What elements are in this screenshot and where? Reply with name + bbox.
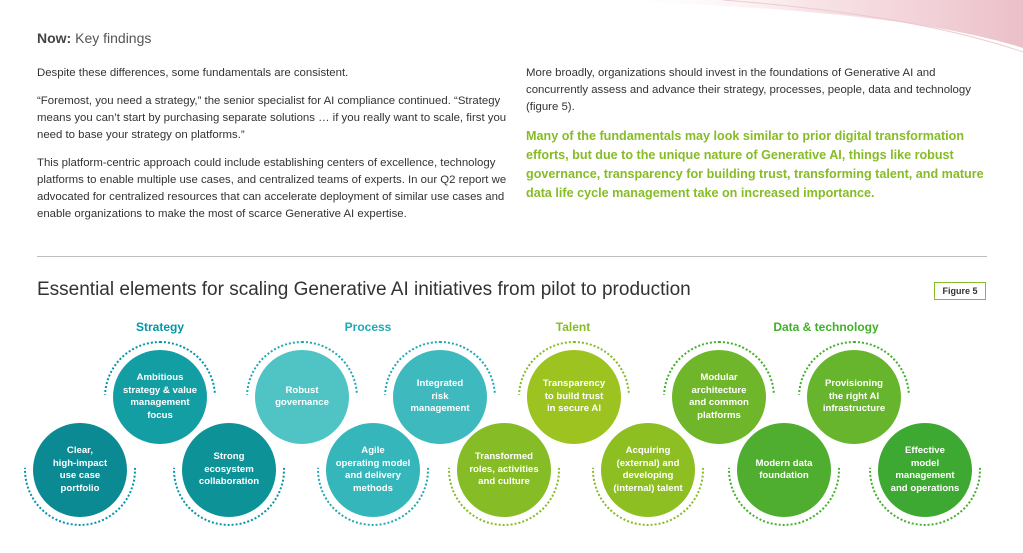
left-paragraph-2: “Foremost, you need a strategy,” the sen… [37, 95, 507, 141]
figure-title: Essential elements for scaling Generativ… [37, 279, 691, 300]
highlight-quote: Many of the fundamentals may look simila… [526, 129, 984, 200]
category-talent: Talent [555, 320, 591, 334]
right-paragraph: More broadly, organizations should inves… [526, 67, 971, 113]
category-strategy: Strategy [135, 320, 185, 334]
section-label-text: Key findings [71, 30, 152, 46]
section-label: Now: Key findings [37, 30, 151, 46]
left-column: Despite these differences, some fundamen… [37, 65, 507, 234]
decorative-swoosh [603, 0, 1023, 53]
figure-badge: Figure 5 [934, 282, 986, 300]
section-divider [37, 256, 987, 257]
right-column: More broadly, organizations should inves… [526, 65, 986, 214]
section-label-bold: Now: [37, 30, 72, 46]
left-paragraph-1: Despite these differences, some fundamen… [37, 67, 349, 79]
category-data-technology: Data & technology [773, 320, 879, 334]
category-process: Process [344, 320, 392, 334]
left-paragraph-3: This platform-centric approach could inc… [37, 157, 507, 220]
